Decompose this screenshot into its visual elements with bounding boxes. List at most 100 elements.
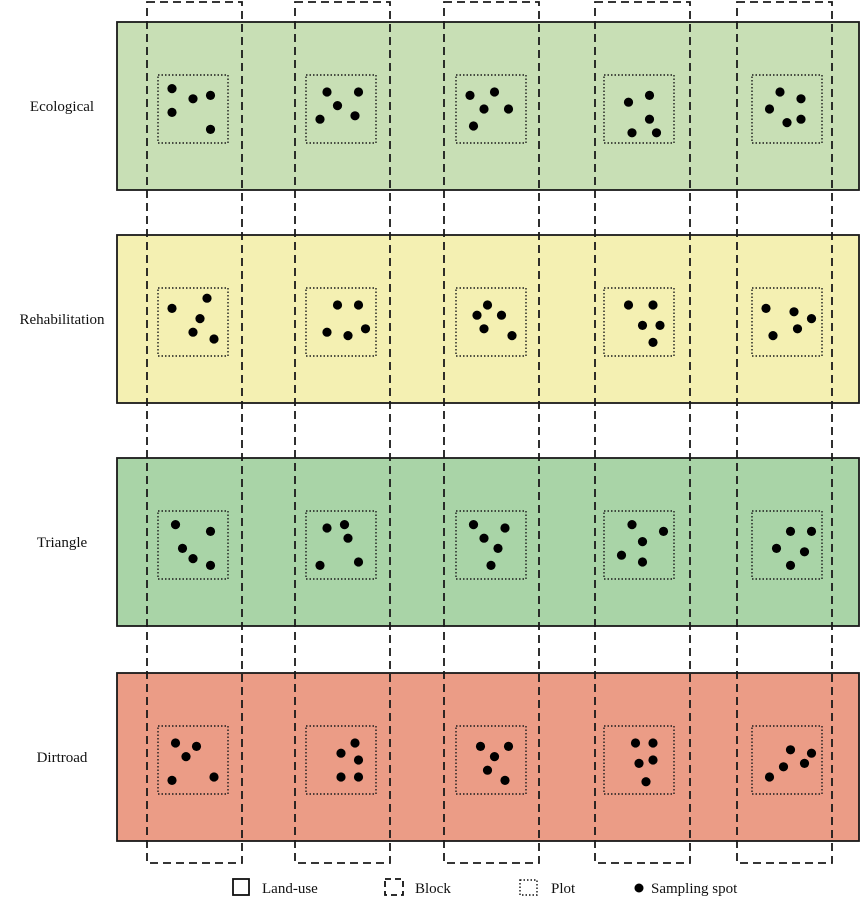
plot: [751, 287, 823, 357]
block: [146, 1, 243, 864]
sampling-spot: [799, 758, 810, 769]
sampling-spot: [648, 337, 658, 347]
sampling-spot: [353, 772, 364, 782]
plot: [455, 725, 527, 795]
plot-border: [305, 74, 377, 144]
sampling-spot: [637, 537, 648, 547]
sampling-spot: [658, 526, 669, 537]
plot-border: [157, 74, 229, 144]
plot: [455, 287, 527, 357]
sampling-spot: [475, 741, 486, 752]
plot-border: [455, 725, 527, 795]
plot-border: [157, 510, 229, 580]
sampling-spot: [167, 303, 177, 313]
plot-border: [603, 74, 675, 144]
sampling-spot: [644, 114, 655, 124]
sampling-spot: [641, 777, 651, 787]
sampling-spot: [479, 324, 489, 334]
sampling-spot: [796, 114, 806, 124]
row-label: Rehabilitation: [20, 312, 105, 328]
land-use-rect: [116, 234, 860, 404]
sampling-spot: [170, 520, 181, 530]
legend-block-label: Block: [415, 881, 451, 897]
sampling-spot: [472, 310, 482, 320]
sampling-spot: [623, 300, 634, 310]
legend-land-use-symbol: [232, 878, 250, 896]
sampling-spot: [167, 107, 177, 117]
sampling-spot: [479, 533, 489, 543]
sampling-spot: [778, 762, 789, 772]
sampling-spot: [188, 94, 198, 104]
sampling-spot: [785, 745, 796, 755]
plot: [157, 74, 229, 144]
sampling-spot: [648, 738, 658, 748]
sampling-spot: [771, 543, 782, 554]
legend-sampling-spot-symbol: [634, 883, 644, 893]
sampling-spot: [789, 307, 799, 317]
sampling-spot: [322, 327, 332, 337]
sampling-spot: [343, 533, 353, 543]
land-use-rect: [116, 21, 860, 191]
sampling-spot: [500, 775, 510, 786]
sampling-spot: [507, 331, 517, 341]
plot: [305, 74, 377, 144]
plot-border: [157, 725, 229, 795]
sampling-spot: [489, 87, 500, 97]
sampling-spot: [806, 526, 817, 537]
plot-border: [603, 510, 675, 580]
sampling-spot: [616, 550, 627, 560]
land-use-dirtroad: [116, 672, 860, 842]
sampling-spot: [181, 752, 191, 762]
legend: Land-use Block Plot Sampling spot: [232, 878, 738, 897]
plot: [603, 287, 675, 357]
plot-border: [455, 287, 527, 357]
sampling-spot: [209, 334, 219, 344]
plot-border: [751, 510, 823, 580]
land-use-ecological: [116, 21, 860, 191]
sampling-spot: [468, 520, 479, 530]
sampling-spot: [170, 738, 181, 748]
plot-border: [305, 510, 377, 580]
land-use-rect: [116, 457, 860, 627]
sampling-spot: [627, 128, 637, 138]
plot: [751, 725, 823, 795]
land-use-layer: [116, 21, 860, 842]
sampling-spot: [806, 748, 817, 758]
sampling-spot: [332, 300, 343, 310]
sampling-spot: [353, 87, 364, 97]
legend-land-use-label: Land-use: [262, 881, 318, 897]
plot-border: [603, 725, 675, 795]
sampling-spot: [343, 331, 353, 341]
sampling-spot: [350, 111, 360, 121]
row-label: Triangle: [37, 535, 88, 551]
block: [594, 1, 691, 864]
sampling-spot: [465, 90, 475, 100]
sampling-spot: [785, 560, 796, 571]
sampling-spot: [623, 97, 634, 107]
sampling-spot: [500, 523, 510, 533]
sampling-spot: [350, 738, 360, 748]
sampling-spot: [785, 526, 796, 537]
sampling-spot: [353, 300, 364, 310]
sampling-spot: [799, 547, 810, 557]
sampling-spot: [775, 87, 785, 97]
sampling-spot: [655, 320, 665, 330]
sampling-spot: [339, 520, 350, 530]
sampling-spot: [205, 124, 216, 134]
plot-border: [751, 287, 823, 357]
sampling-spot: [482, 300, 493, 310]
sampling-spot: [764, 104, 775, 114]
sampling-spot: [634, 758, 644, 769]
sampling-spot: [353, 755, 364, 765]
sampling-spot: [336, 772, 346, 782]
block: [443, 1, 540, 864]
land-use-rect: [116, 672, 860, 842]
legend-plot-label: Plot: [551, 881, 576, 897]
plot-border: [455, 510, 527, 580]
sampling-spot: [651, 128, 662, 138]
sampling-spot: [489, 752, 500, 762]
sampling-spot: [768, 331, 778, 341]
sampling-spot: [205, 560, 216, 571]
sampling-spot: [792, 324, 803, 334]
